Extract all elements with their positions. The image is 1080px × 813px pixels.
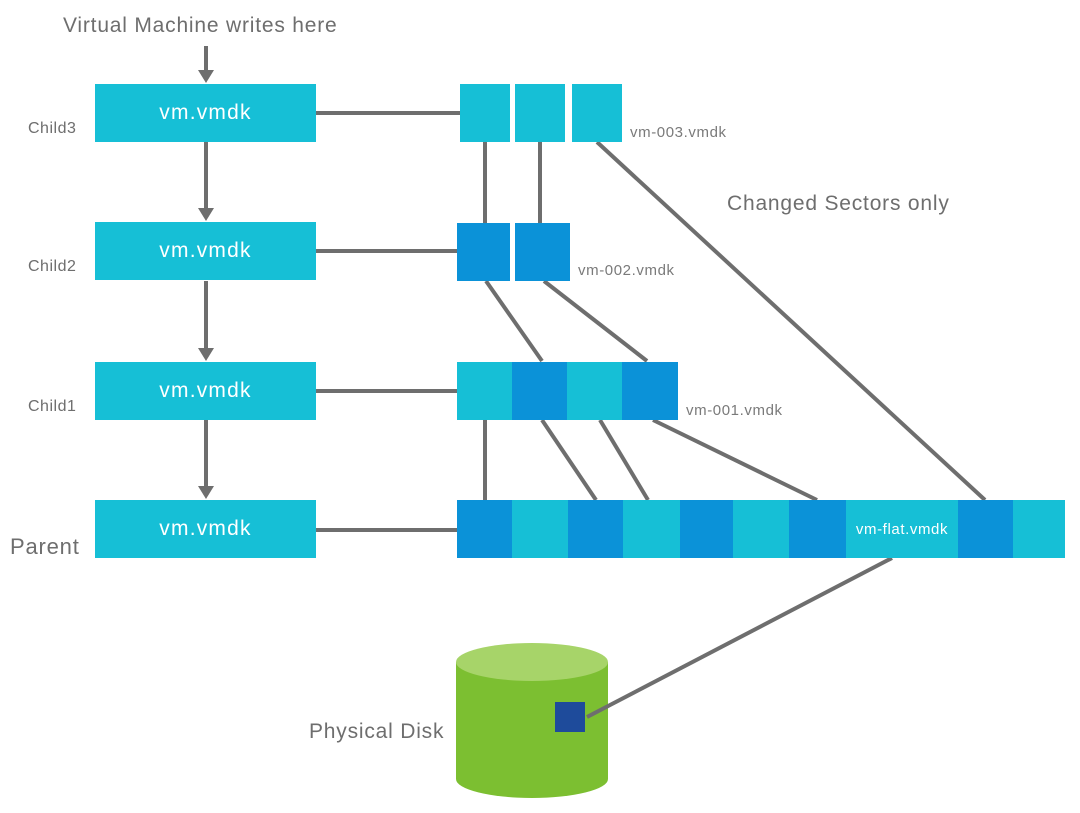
vm002-sector-bar: [457, 223, 570, 281]
sector-block-cyan: [567, 362, 622, 420]
sector-link-003c-vmflat: [595, 140, 987, 502]
sector-block-blue: [622, 362, 678, 420]
physical-disk-cylinder: [456, 643, 608, 798]
vmdk-box-child3-label: vm.vmdk: [159, 101, 252, 124]
changed-sectors-label: Changed Sectors only: [727, 192, 950, 215]
sector-link-001d-flat: [652, 418, 818, 502]
vmflat-sector-bar: [457, 500, 1065, 558]
disk-sector-square: [555, 702, 585, 732]
flow-arrow-vm-writes: [198, 46, 214, 83]
vmdk-box-child1-label: vm.vmdk: [159, 379, 252, 402]
vmdk-box-child3: vm.vmdk: [95, 84, 316, 142]
cylinder-body: [456, 662, 608, 798]
vmdk-box-child2: vm.vmdk: [95, 222, 316, 280]
sector-block-blue: [680, 500, 733, 558]
row-label-child3: Child3: [28, 120, 77, 137]
sector-block-cyan: [733, 500, 789, 558]
vm001-file-label: vm-001.vmdk: [686, 402, 783, 419]
sector-block-cyan: [512, 500, 568, 558]
sector-block-blue: [958, 500, 1013, 558]
vm002-file-label: vm-002.vmdk: [578, 262, 675, 279]
flow-arrow-child1-parent: [198, 420, 214, 499]
row-label-parent: Parent: [10, 534, 80, 559]
physical-disk-label: Physical Disk: [309, 720, 445, 743]
cylinder-top: [456, 643, 608, 681]
sector-block-cyan: [1013, 500, 1065, 558]
vm003-file-label: vm-003.vmdk: [630, 124, 727, 141]
sector-block-cyan: [515, 84, 565, 142]
link-vmflat-physical-disk: [586, 556, 893, 719]
sector-link-002a-001b: [484, 279, 544, 363]
sector-link-001c-flat: [598, 418, 650, 502]
sector-block-blue: [457, 223, 510, 281]
row-label-child2: Child2: [28, 258, 77, 275]
vm001-sector-bar: [457, 362, 678, 420]
row-label-child1: Child1: [28, 398, 77, 415]
sector-block-cyan: [457, 362, 512, 420]
vmdk-box-parent-label: vm.vmdk: [159, 517, 252, 540]
sector-block-cyan: [623, 500, 680, 558]
sector-link-001b-flat: [540, 418, 598, 502]
sector-link-002b-001d: [542, 279, 649, 363]
sector-block-cyan: [572, 84, 622, 142]
vmflat-file-label: vm-flat.vmdk: [855, 521, 949, 538]
sector-block-blue: [515, 223, 570, 281]
sector-block-blue: [457, 500, 512, 558]
sector-block-blue: [568, 500, 623, 558]
flow-arrow-child3-child2: [198, 142, 214, 221]
sector-block-blue: [789, 500, 846, 558]
sector-block-cyan: [460, 84, 510, 142]
flow-arrow-child2-child1: [198, 281, 214, 361]
vmdk-box-child2-label: vm.vmdk: [159, 239, 252, 262]
vm003-sector-bar: [460, 84, 622, 142]
vmdk-box-parent: vm.vmdk: [95, 500, 316, 558]
vm-writes-label: Virtual Machine writes here: [63, 14, 338, 37]
sector-block-cyan: [846, 500, 958, 558]
sector-block-blue: [512, 362, 567, 420]
vmdk-box-child1: vm.vmdk: [95, 362, 316, 420]
